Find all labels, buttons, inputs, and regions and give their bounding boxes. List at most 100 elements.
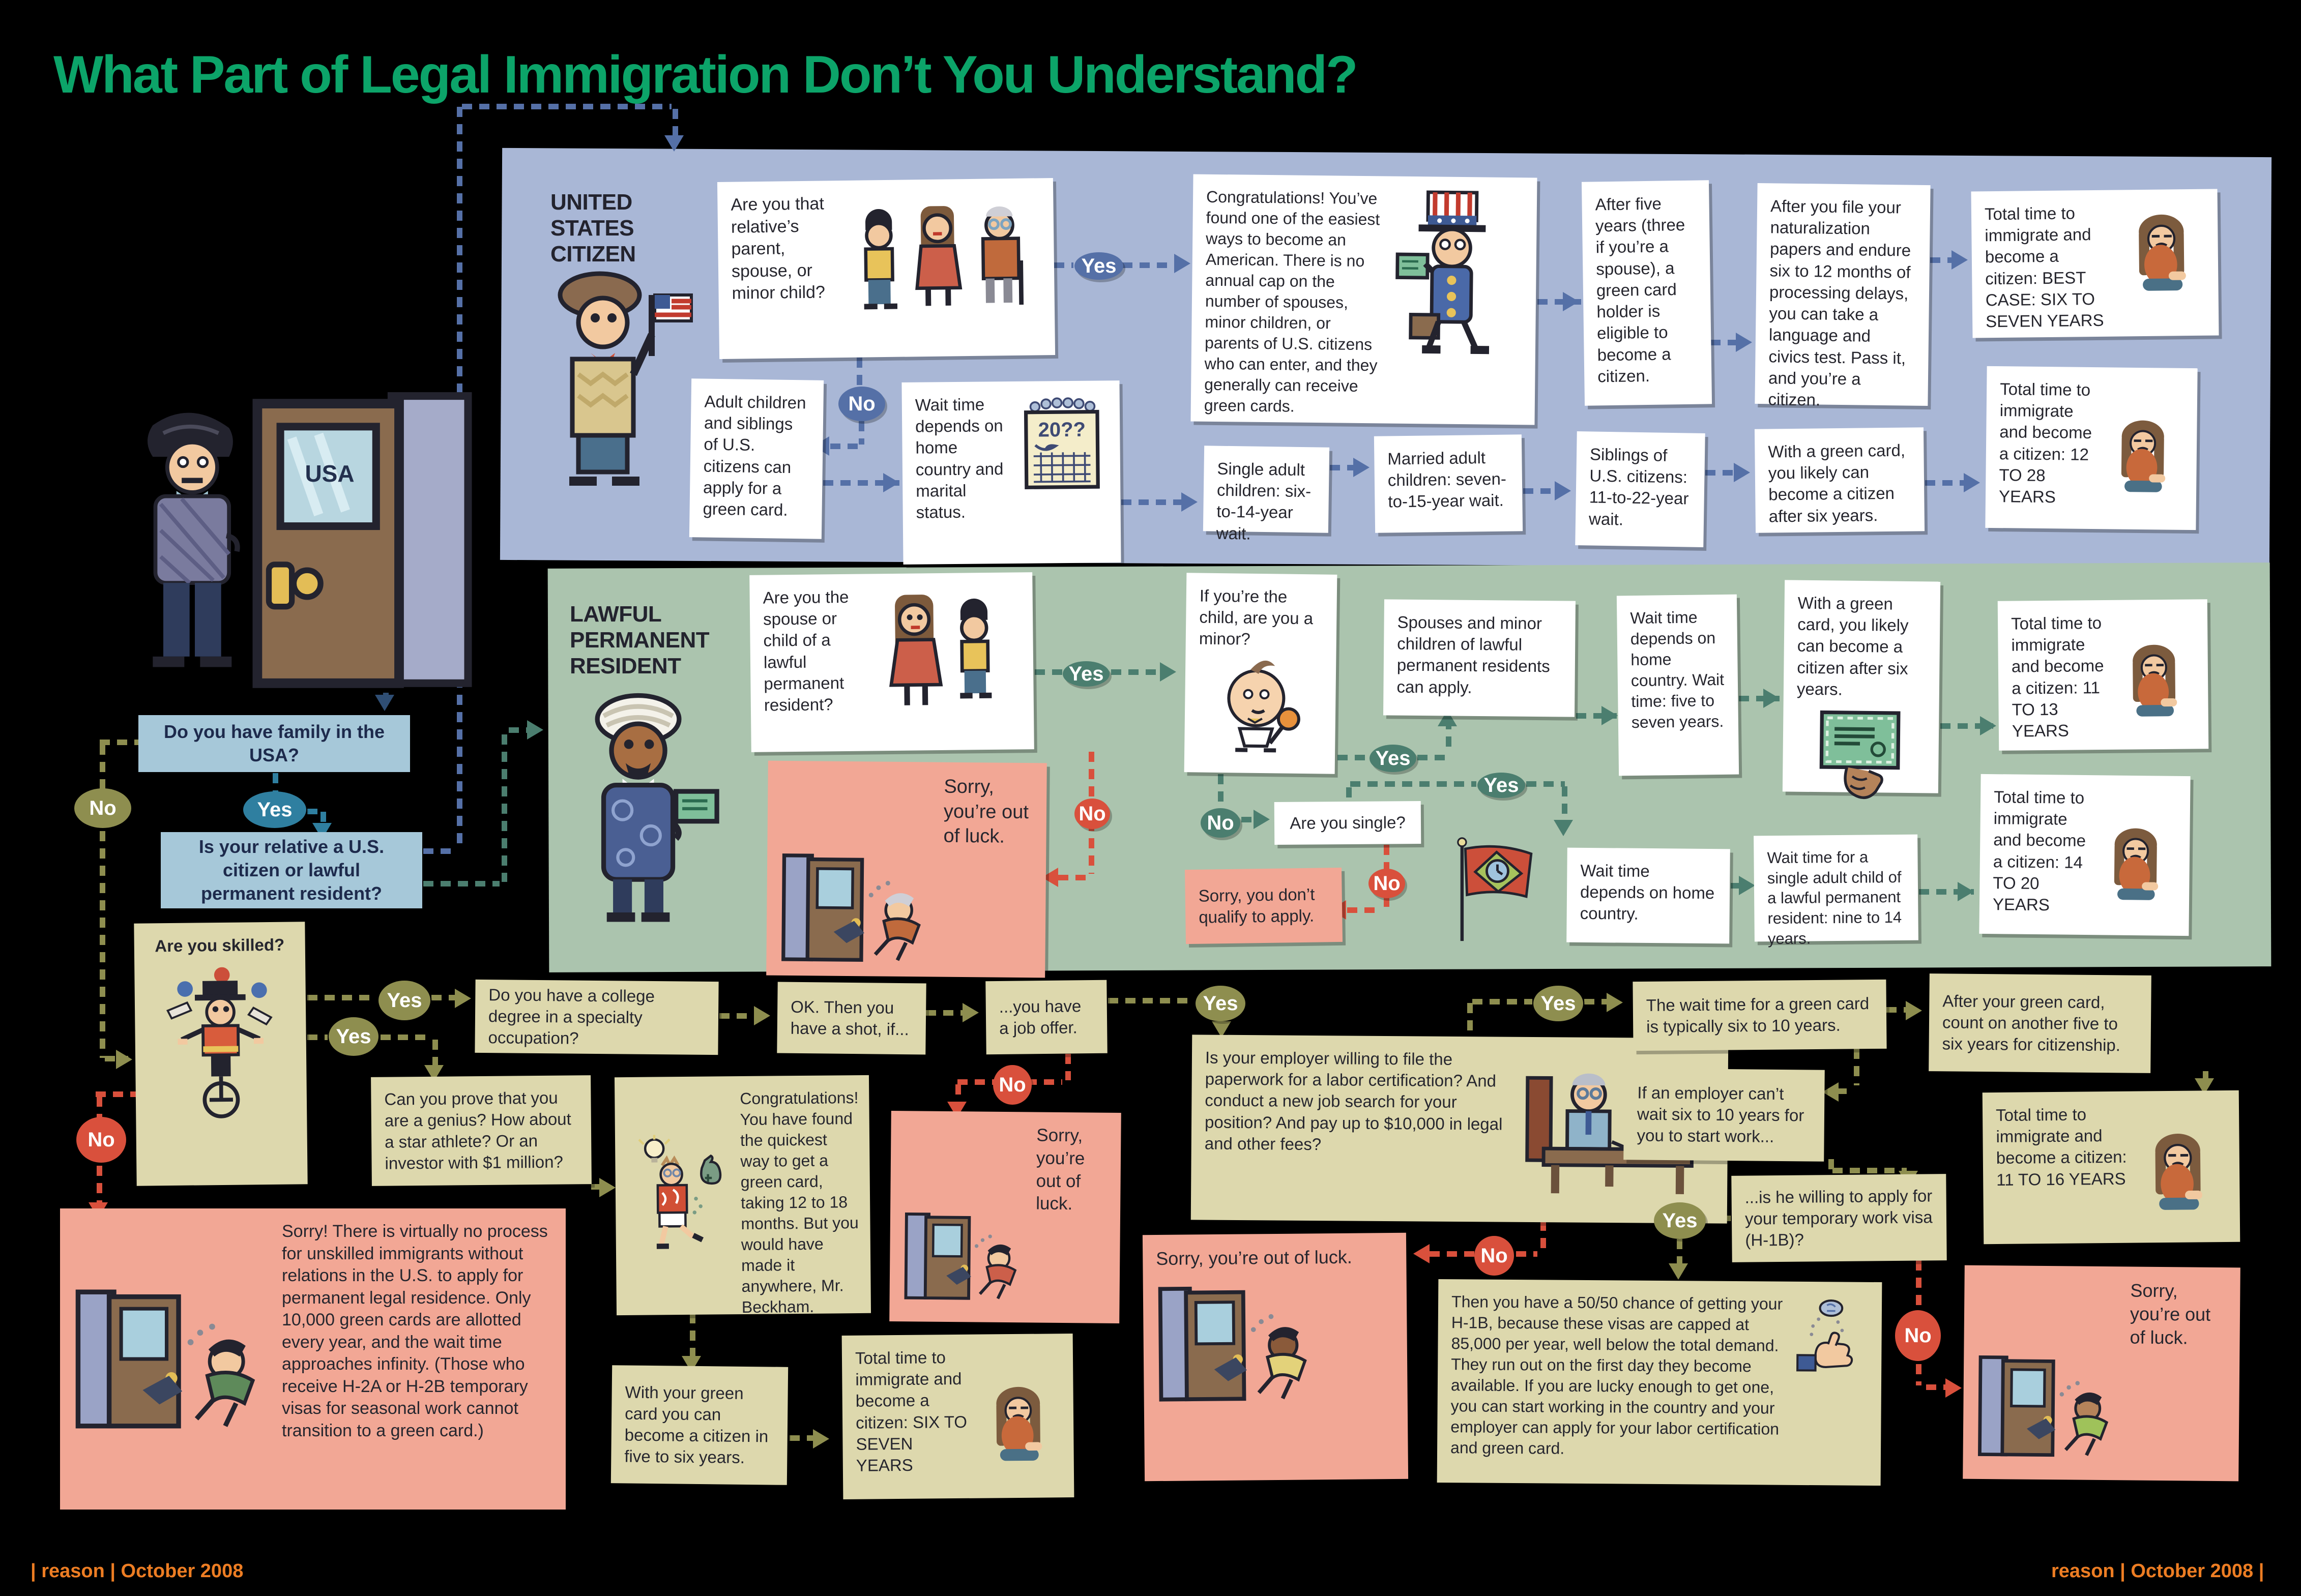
- connector: [321, 812, 326, 825]
- total-14-20-text: Total time to immigrate and become a cit…: [1992, 787, 2086, 914]
- naturalization-text: After you file your naturalization paper…: [1768, 196, 1911, 409]
- spouses-minors-apply-text: Spouses and minor children of lawful per…: [1396, 612, 1550, 697]
- arrowhead: [1734, 463, 1750, 482]
- waiting-hippie-icon: [2134, 1103, 2222, 1215]
- us-citizen-section-label: UNITED STATES CITIZEN: [550, 190, 636, 267]
- wait-five-seven-box: Wait time depends on home country. Wait …: [1616, 594, 1739, 776]
- total-best-case-text: Total time to immigrate and become a cit…: [1984, 203, 2104, 331]
- connector: [1347, 907, 1378, 913]
- college-question-box: Do you have a college degree in a specia…: [475, 979, 719, 1055]
- job-offer-text: ...you have a job offer.: [999, 996, 1082, 1038]
- connector: [423, 848, 458, 854]
- citizen-congrats-text: Congratulations! You’ve found one of the…: [1204, 187, 1380, 416]
- kicked-out-woman-illustration: [1976, 1345, 2124, 1468]
- footer-credit-right: reason | October 2008 |: [2051, 1560, 2264, 1582]
- connector: [591, 1184, 605, 1190]
- arrowhead: [1958, 882, 1974, 901]
- skilled-question-box: Are you skilled?: [134, 922, 308, 1186]
- spouses-minors-apply-box: Spouses and minor children of lawful per…: [1383, 599, 1576, 717]
- connector: [1346, 787, 1352, 803]
- connector: [857, 358, 862, 387]
- arrowhead: [1353, 458, 1370, 477]
- connector: [1854, 1049, 1859, 1085]
- connector: [926, 1010, 966, 1016]
- connector: [1337, 755, 1369, 760]
- waiting-hippie-icon: [2094, 787, 2177, 905]
- arrowhead: [1822, 1082, 1839, 1102]
- no-node-minor: No: [1201, 808, 1240, 838]
- connector: [1108, 998, 1195, 1003]
- wait-single-adult-child-box: Wait time for a single adult child of a …: [1754, 834, 1918, 948]
- yes-node-relative: Yes: [1074, 252, 1123, 280]
- citizen-congrats-box: Congratulations! You’ve found one of the…: [1190, 174, 1537, 425]
- door-usa-label: USA: [305, 460, 355, 487]
- arrowhead: [1945, 1378, 1962, 1398]
- connector: [1058, 875, 1088, 880]
- arrowhead: [1980, 716, 1996, 735]
- adult-children-box: Adult children and siblings of U.S. citi…: [689, 378, 824, 539]
- family-question-box: Do you have family in the USA?: [138, 715, 410, 772]
- kicked-out-old-man-illustration: [779, 851, 938, 965]
- relative-status-question-box: Is your relative a U.S. citizen or lawfu…: [161, 832, 422, 908]
- lpr-man-illustration: [560, 676, 733, 941]
- employer-cant-wait-text: If an employer can’t wait six to 10 year…: [1637, 1083, 1804, 1146]
- no-node-family: No: [74, 788, 131, 828]
- college-question-text: Do you have a college degree in a specia…: [488, 985, 655, 1048]
- connector: [431, 995, 463, 1000]
- employer-out-of-luck-text: Sorry, you’re out of luck.: [1156, 1246, 1352, 1269]
- arrowhead: [1554, 820, 1573, 836]
- green-card-citizen-lpr-text: With a green card, you likely can become…: [1796, 593, 1909, 699]
- page-title: What Part of Legal Immigration Don’t You…: [53, 45, 1358, 104]
- calendar-illustration: [1015, 393, 1108, 495]
- green-card-citizen-us-box: With a green card, you likely can become…: [1754, 427, 1925, 533]
- calendar-year-label: 20??: [1038, 418, 1086, 441]
- arrowhead: [963, 1003, 979, 1022]
- waiting-immigrant-illustration: [116, 407, 274, 722]
- wait-home-country-box: Wait time depends on home country.: [1566, 847, 1730, 944]
- green-card-citizen-us-text: With a green card, you likely can become…: [1768, 440, 1906, 526]
- wait-6-10-text: The wait time for a green card is typica…: [1646, 993, 1870, 1036]
- skilled-question-text: Are you skilled?: [155, 935, 285, 956]
- connector: [462, 104, 672, 109]
- employer-out-of-luck-box: Sorry, you’re out of luck.: [1142, 1232, 1409, 1482]
- footer-credit-left: | reason | October 2008: [31, 1560, 244, 1582]
- adult-children-text: Adult children and siblings of U.S. citi…: [703, 392, 806, 520]
- connector: [1122, 262, 1178, 268]
- single-question-text: Are you single?: [1290, 813, 1406, 833]
- soccer-player-illustration: [628, 1119, 737, 1273]
- yes-node-minor: Yes: [1370, 745, 1416, 772]
- connector: [1930, 257, 1956, 263]
- connector: [955, 1084, 961, 1105]
- siblings-wait-box: Siblings of U.S. citizens: 11-to-22-year…: [1575, 431, 1705, 547]
- arrowhead: [1174, 254, 1190, 273]
- connector: [502, 734, 507, 882]
- usa-door-scene: USA: [208, 385, 533, 710]
- juggler-illustration: [161, 961, 280, 1130]
- us-citizen-man-illustration: [527, 264, 694, 493]
- connector: [823, 480, 899, 486]
- waiting-hippie-icon: [2118, 201, 2205, 304]
- connector: [1739, 696, 1780, 701]
- arrowhead: [1763, 689, 1780, 708]
- no-node-skilled: No: [76, 1117, 126, 1163]
- arrowhead: [754, 1006, 770, 1025]
- connector: [273, 773, 278, 792]
- arrowhead: [599, 1178, 616, 1197]
- connector: [1828, 1159, 1834, 1170]
- yes-node-spouse-child: Yes: [1063, 661, 1110, 687]
- brazil-flag-clock-illustration: [1449, 823, 1539, 956]
- connector: [432, 1040, 438, 1068]
- connector: [1241, 817, 1262, 822]
- five-years-box: After five years (three if you’re a spou…: [1581, 180, 1712, 406]
- h1b-question-text: ...is he willing to apply for your tempo…: [1744, 1186, 1933, 1250]
- total-best-case-box: Total time to immigrate and become a cit…: [1971, 189, 2219, 338]
- five-years-text: After five years (three if you’re a spou…: [1595, 194, 1685, 386]
- connector: [1417, 755, 1448, 760]
- connector: [1065, 1054, 1071, 1080]
- h1b-out-of-luck-box: Sorry, you’re out of luck.: [1963, 1265, 2240, 1482]
- arrowhead: [1964, 473, 1980, 492]
- genius-question-box: Can you prove that you are a genius? How…: [371, 1075, 592, 1186]
- h1b-lottery-box: Then you have a 50/50 chance of getting …: [1437, 1279, 1882, 1486]
- no-node-h1b: No: [1895, 1310, 1941, 1361]
- connector: [100, 740, 139, 745]
